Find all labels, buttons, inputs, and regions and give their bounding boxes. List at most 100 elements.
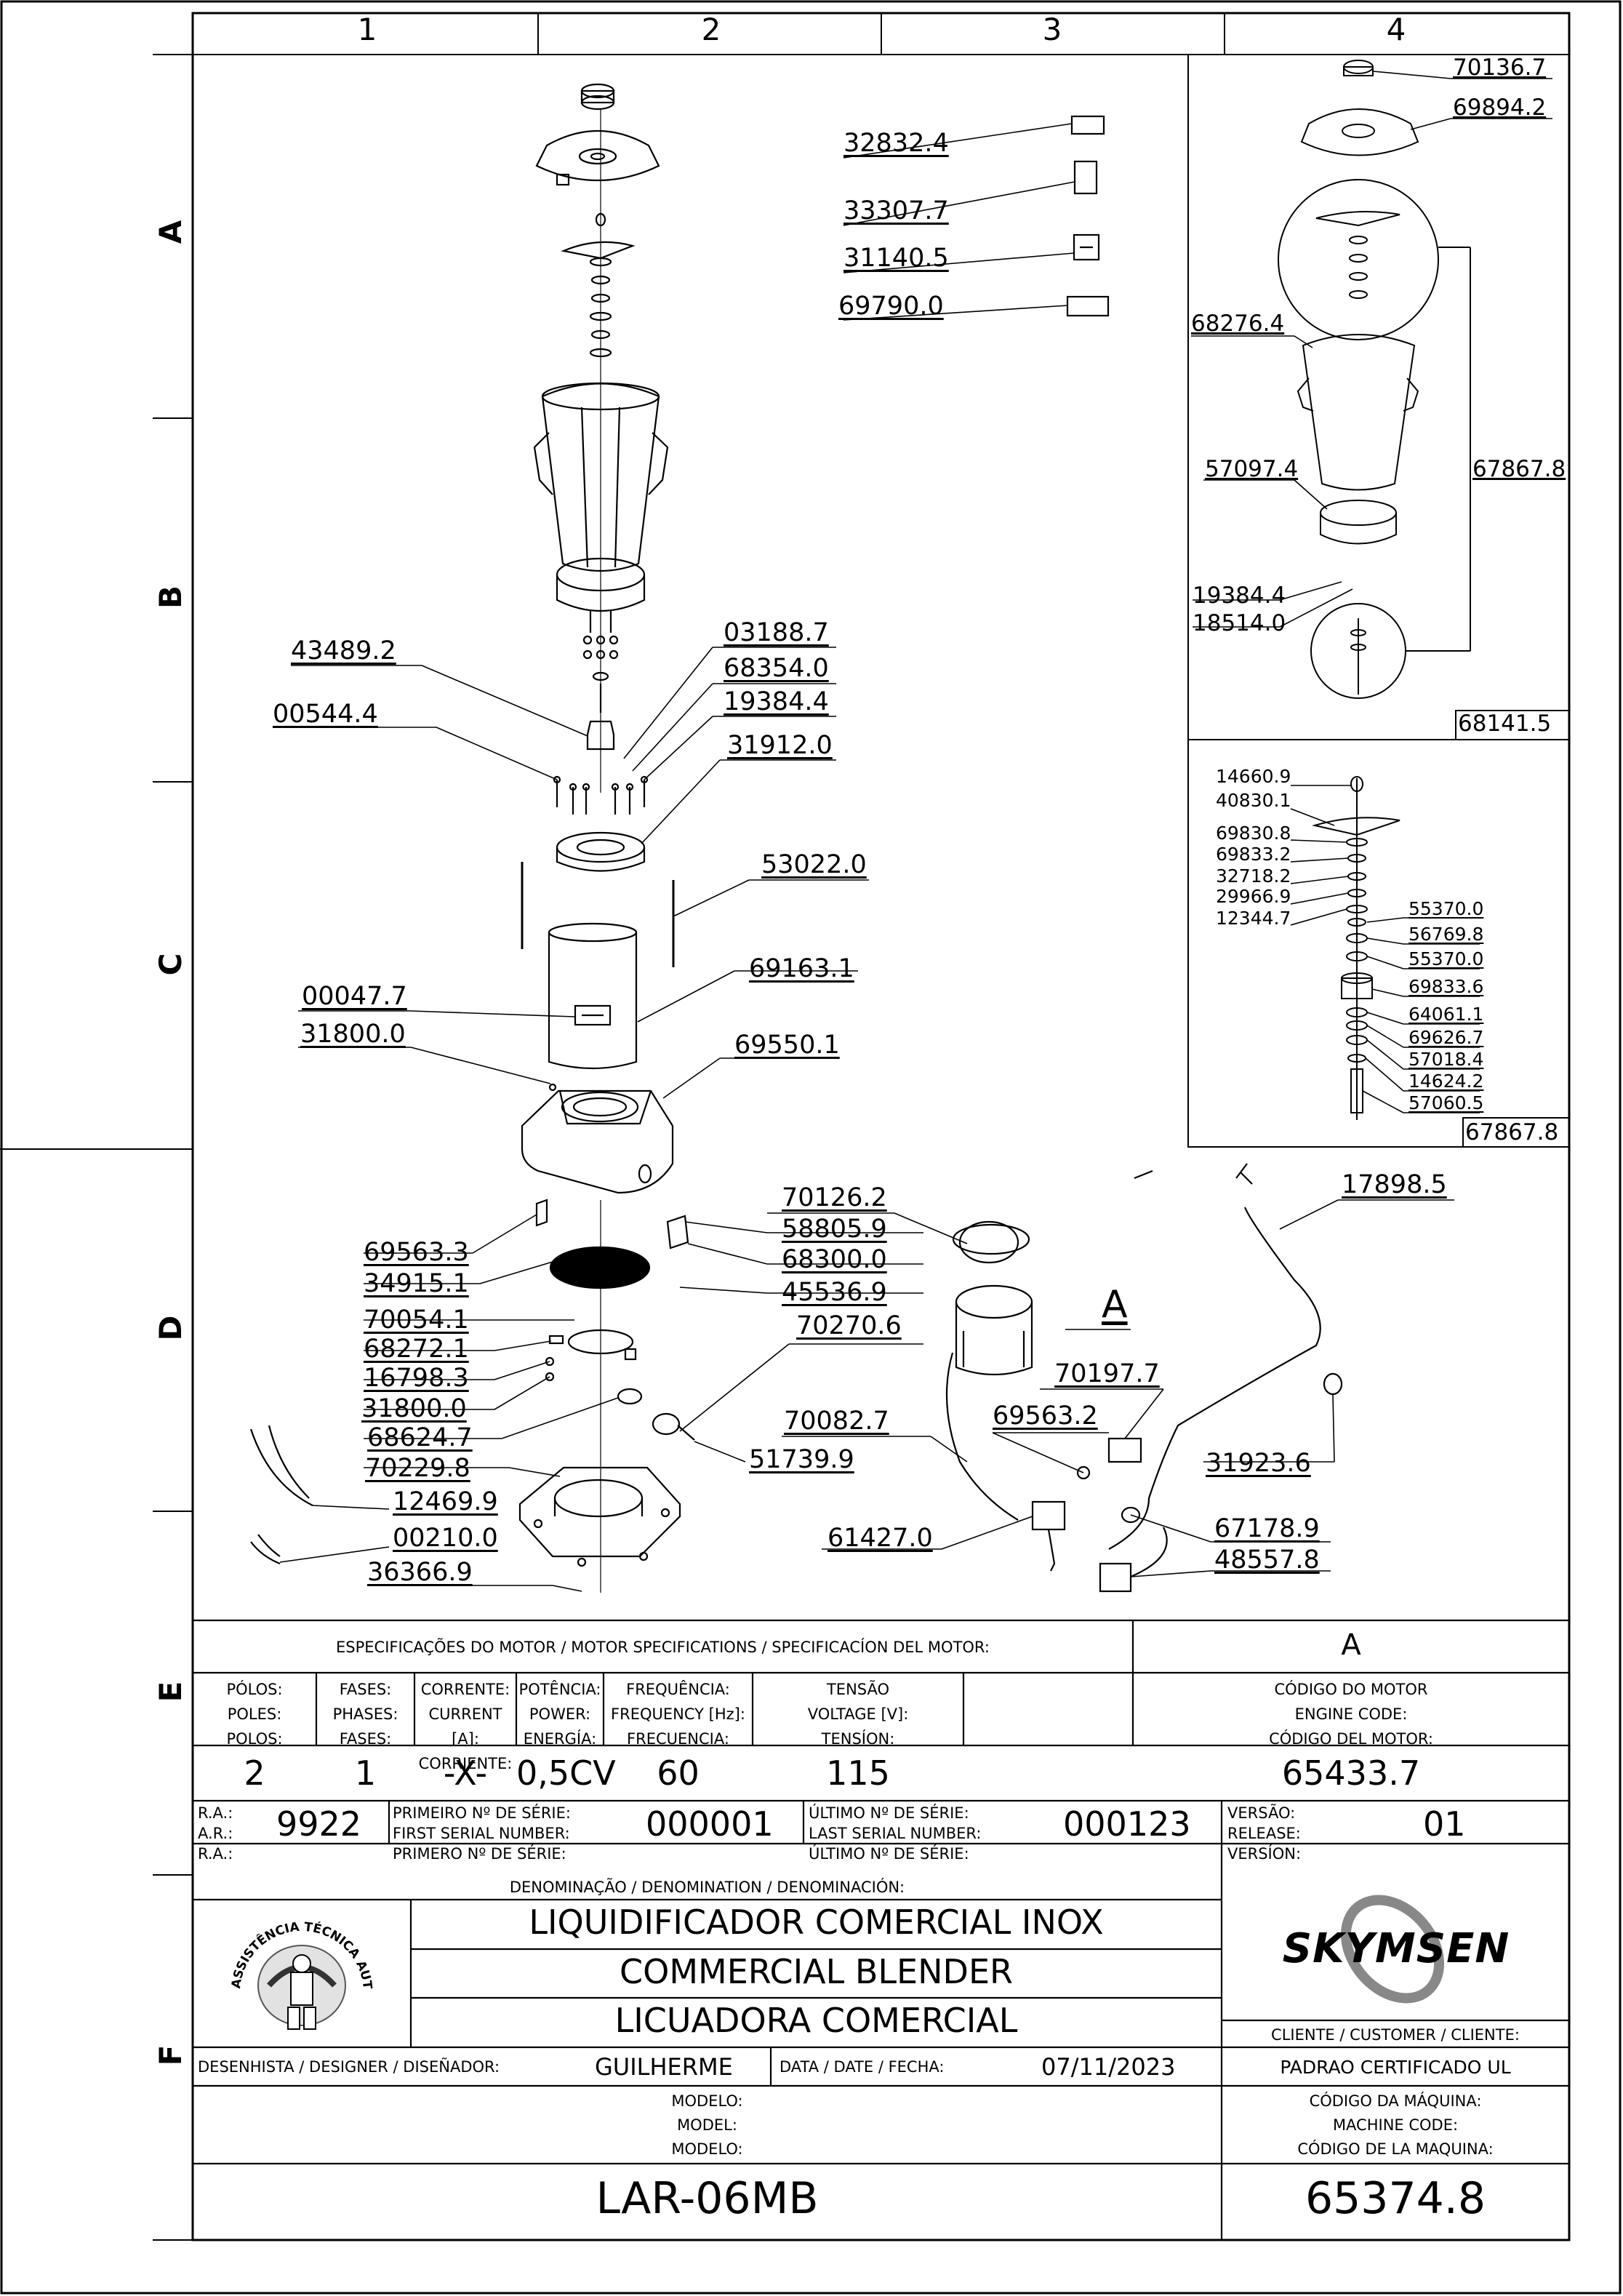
callout-label: 70270.6 <box>796 1311 902 1340</box>
callout-label: 12344.7 <box>1216 908 1291 929</box>
label-line: CÓDIGO DA MÁQUINA: <box>1309 2092 1482 2110</box>
row-label-c: C <box>153 953 188 976</box>
label-line: MODEL: <box>677 2116 737 2134</box>
callout-label: 51739.9 <box>749 1445 854 1474</box>
first-serial-labels: PRIMEIRO Nº DE SÉRIE: FIRST SERIAL NUMBE… <box>393 1803 571 1864</box>
header-line: CORRENTE: <box>420 1681 510 1698</box>
label-line: PRIMEIRO Nº DE SÉRIE: <box>393 1804 571 1822</box>
seal-icon: ASSISTÊNCIA TÉCNICA AUTORIZADA <box>218 1905 374 2030</box>
callout-label: 68276.4 <box>1191 311 1285 337</box>
callout-label: 45536.9 <box>782 1278 887 1307</box>
motor-spec-engine-title: A <box>1341 1628 1361 1662</box>
row-label-a: A <box>153 220 188 244</box>
label-line: PRIMERO Nº DE SÉRIE: <box>393 1845 566 1863</box>
callout-label: 03188.7 <box>724 618 829 647</box>
title-block-grid <box>193 1619 1569 2240</box>
header-line: VOLTAGE [V]: <box>807 1705 909 1723</box>
callout-label: 53022.0 <box>761 850 867 879</box>
header-line: CÓDIGO DEL MOTOR: <box>1269 1730 1433 1748</box>
authorized-service-seal: ASSISTÊNCIA TÉCNICA AUTORIZADA <box>218 1905 385 2044</box>
customer-value: PADRAO CERTIFICADO UL <box>1280 2057 1511 2078</box>
detail-code: 68141.5 <box>1458 711 1552 737</box>
callout-label: 31800.0 <box>361 1394 467 1423</box>
callout-label: 70197.7 <box>1054 1359 1160 1388</box>
callout-label: 19384.4 <box>1193 583 1286 609</box>
callout-label: 40830.1 <box>1216 790 1291 811</box>
name-pt: LIQUIDIFICADOR COMERCIAL INOX <box>529 1903 1104 1942</box>
callout-label: 31923.6 <box>1206 1449 1311 1478</box>
callout-label: 69830.8 <box>1216 823 1291 844</box>
header-line: POWER: <box>529 1705 591 1723</box>
header-line: POLOS: <box>226 1730 283 1748</box>
callout-label: 67178.9 <box>1214 1514 1320 1543</box>
designer-label: DESENHISTA / DESIGNER / DISEÑADOR: <box>198 2058 500 2076</box>
label-line: LAST SERIAL NUMBER: <box>809 1825 982 1842</box>
callout-label: 57097.4 <box>1205 456 1299 482</box>
power-value: 0,5CV <box>516 1753 616 1793</box>
callout-label: 70229.8 <box>365 1454 470 1483</box>
version-labels: VERSÃO: RELEASE: VERSÍON: <box>1227 1803 1301 1864</box>
frequency-value: 60 <box>657 1753 700 1793</box>
header-line: POLES: <box>227 1705 282 1723</box>
brand-logo: SKYMSEN <box>1236 1884 1556 2015</box>
label-line: VERSÃO: <box>1227 1804 1296 1822</box>
callout-label: 16798.3 <box>364 1364 469 1393</box>
phases-value: 1 <box>354 1753 377 1793</box>
detail-reference-label: A <box>1102 1283 1128 1327</box>
callout-label: 68300.0 <box>782 1245 887 1274</box>
model-value: LAR-06MB <box>596 2173 819 2224</box>
voltage-value: 115 <box>826 1753 890 1793</box>
column-label-3: 3 <box>1042 12 1062 47</box>
header-line: FRECUENCIA: <box>627 1730 729 1748</box>
callout-label: 34915.1 <box>364 1269 469 1298</box>
callout-label: 70126.2 <box>782 1183 887 1212</box>
label-line: A.R.: <box>198 1825 233 1842</box>
header-line: PHASES: <box>332 1705 398 1723</box>
callout-label: 69833.6 <box>1408 976 1484 997</box>
row-label-b: B <box>153 585 188 609</box>
callout-label: 55370.0 <box>1408 948 1484 969</box>
row-label-f: F <box>153 2044 188 2066</box>
callout-label: 69790.0 <box>838 292 944 321</box>
callout-label: 00210.0 <box>393 1524 498 1553</box>
callout-label: 64061.1 <box>1408 1004 1484 1025</box>
current-value: -X- <box>443 1753 488 1793</box>
column-label-4: 4 <box>1386 12 1406 47</box>
engine-code-header: CÓDIGO DO MOTOR ENGINE CODE: CÓDIGO DEL … <box>1133 1677 1569 1751</box>
callout-label: 12469.9 <box>393 1487 498 1516</box>
header-line: CURRENT [A]: <box>428 1705 502 1748</box>
callout-label: 00544.4 <box>273 700 378 729</box>
callout-label: 69894.2 <box>1453 95 1547 121</box>
detail-code: 67867.8 <box>1465 1119 1559 1145</box>
callout-label: 70136.7 <box>1453 55 1547 81</box>
last-serial-value: 000123 <box>1063 1804 1191 1844</box>
callout-label: 57060.5 <box>1408 1092 1484 1113</box>
label-line: MACHINE CODE: <box>1332 2116 1459 2134</box>
name-es: LICUADORA COMERCIAL <box>614 2001 1018 2040</box>
header-line: CORRIENTE: <box>418 1755 513 1772</box>
header-line: ENGINE CODE: <box>1294 1705 1408 1723</box>
row-label-d: D <box>153 1315 188 1341</box>
first-serial-value: 000001 <box>646 1804 774 1844</box>
label-line: R.A.: <box>198 1845 233 1863</box>
skymsen-logo-icon <box>1340 1895 1445 2004</box>
exploded-view <box>249 83 1110 1593</box>
detail-blade <box>1312 776 1400 1120</box>
callout-label: 68354.0 <box>724 654 829 683</box>
header-line: TENSÍON: <box>821 1730 895 1748</box>
callout-label: 69626.7 <box>1408 1027 1484 1048</box>
label-line: ÚLTIMO Nº DE SÉRIE: <box>809 1804 969 1822</box>
callout-label: 70082.7 <box>784 1407 889 1436</box>
header-line: PÓLOS: <box>226 1681 283 1698</box>
designer-value: GUILHERME <box>595 2053 733 2081</box>
last-serial-labels: ÚLTIMO Nº DE SÉRIE: LAST SERIAL NUMBER: … <box>809 1803 981 1864</box>
callout-label: 14624.2 <box>1408 1071 1484 1092</box>
callout-label: 69833.2 <box>1216 844 1291 865</box>
callout-label: 57018.4 <box>1408 1049 1484 1070</box>
callout-label: 48557.8 <box>1214 1545 1320 1575</box>
motor-spec-title: ESPECIFICAÇÕES DO MOTOR / MOTOR SPECIFIC… <box>336 1639 990 1656</box>
header-line: FASES: <box>339 1730 392 1748</box>
callout-label: 31800.0 <box>300 1020 406 1049</box>
callout-label: 31912.0 <box>727 731 833 760</box>
header-line: TENSÃO <box>826 1681 890 1698</box>
